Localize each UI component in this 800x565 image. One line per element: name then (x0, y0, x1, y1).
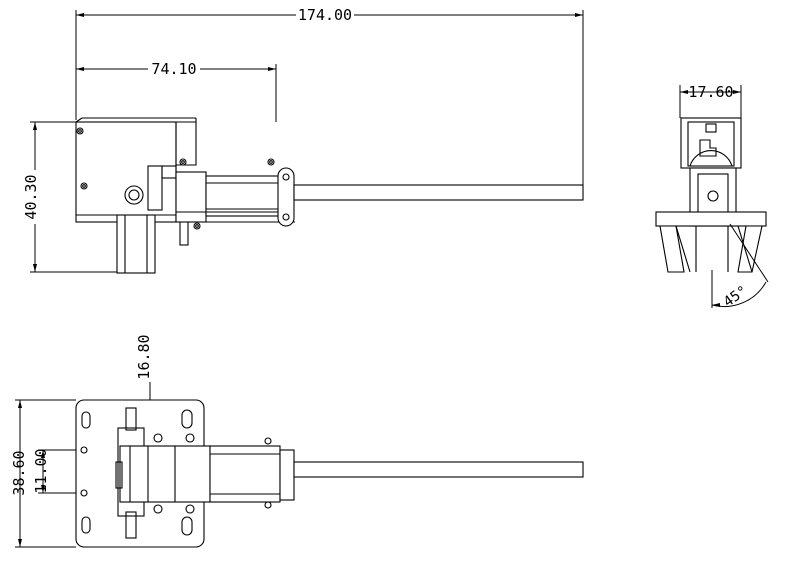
dimension-plate-height: 38.60 (10, 399, 76, 548)
slide-assembly-top (115, 445, 584, 503)
dim-overall-length-label: 174.00 (298, 6, 352, 24)
end-view: 17.60 45° (655, 83, 769, 311)
dim-plate-height-label: 38.60 (10, 450, 28, 495)
dim-offset-label: 16.80 (135, 334, 153, 379)
side-view: 174.00 74.10 40.30 (22, 5, 584, 274)
end-view-body (655, 117, 767, 273)
dimension-overall-length: 174.00 (75, 5, 584, 185)
dimension-height: 40.30 (22, 121, 120, 273)
dimension-width: 17.60 (679, 83, 742, 118)
dim-width-label: 17.60 (688, 83, 733, 101)
dim-height-label: 40.30 (22, 174, 40, 219)
dim-hole-spacing-label: 11.00 (32, 448, 50, 493)
servo-body-side (75, 117, 584, 274)
top-view: 16.80 38.60 11.00 (10, 330, 584, 548)
dimension-body-length: 74.10 (75, 58, 277, 122)
dim-body-length-label: 74.10 (151, 60, 196, 78)
